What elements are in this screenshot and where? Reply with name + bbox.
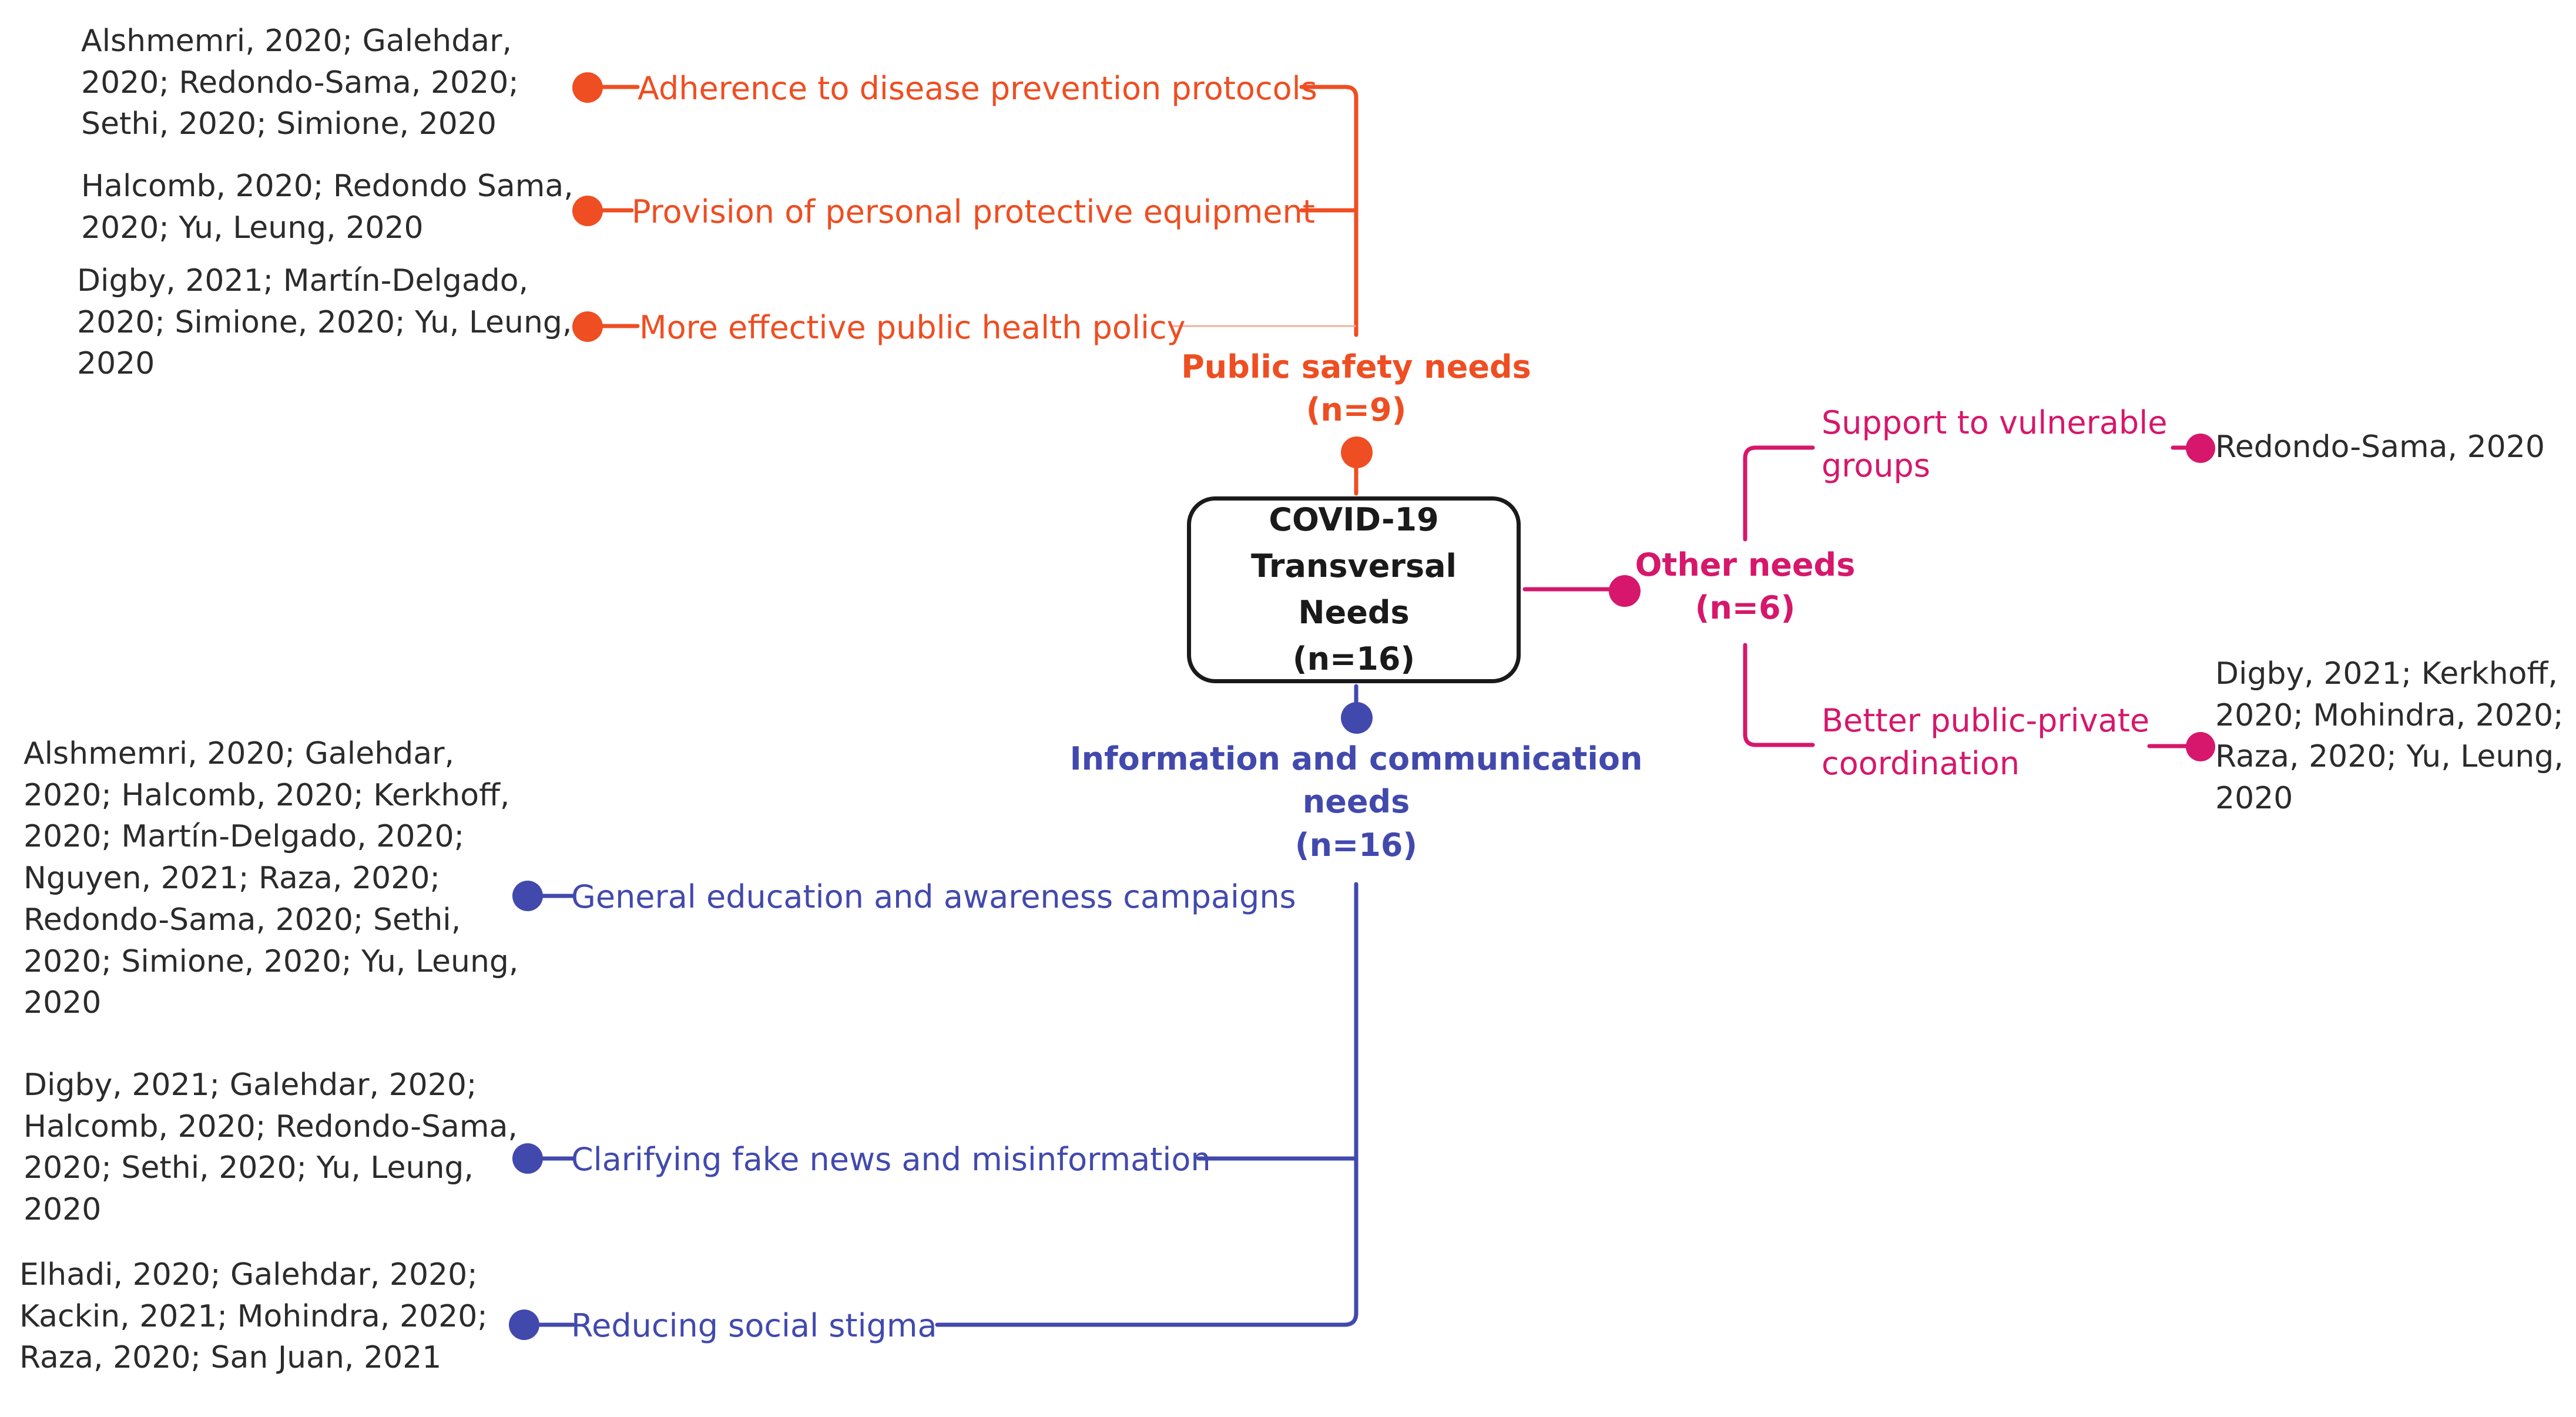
safety-heading: Public safety needs (n=9): [1181, 348, 1531, 429]
other-item-2-refs: Digby, 2021; Kerkhoff, 2020; Mohindra, 2…: [2215, 656, 2564, 817]
info-heading: Information and communication needs (n=1…: [1069, 740, 1643, 864]
other-branch-2-line: [1743, 643, 1815, 747]
center-node-label: COVID-19 Transversal Needs (n=16): [1250, 501, 1457, 677]
other-item-1-dot: [2186, 434, 2215, 463]
info-item-3-dot: [509, 1309, 539, 1340]
other-item-1-refs: Redondo-Sama, 2020: [2215, 429, 2545, 465]
info-item-3-refs: Elhadi, 2020; Galehdar, 2020; Kackin, 20…: [19, 1257, 488, 1376]
center-node: COVID-19 Transversal Needs (n=16): [1187, 496, 1521, 683]
safety-item-1-dot: [572, 72, 603, 103]
info-item-1-refs: Alshmemri, 2020; Galehdar, 2020; Halcomb…: [24, 736, 519, 1021]
info-head-dot: [1341, 702, 1373, 734]
other-item-1-label: Support to vulnerable groups: [1822, 404, 2168, 485]
other-item-2-label: Better public-private coordination: [1822, 702, 2150, 783]
safety-head-dot: [1341, 436, 1373, 468]
info-item-2-dot: [512, 1143, 543, 1174]
safety-item-2-refs: Halcomb, 2020; Redondo Sama, 2020; Yu, L…: [81, 169, 573, 246]
safety-item-2-label: Provision of personal protective equipme…: [632, 193, 1315, 230]
safety-item-1-label: Adherence to disease prevention protocol…: [638, 70, 1317, 107]
other-item-2-dot: [2186, 732, 2215, 761]
safety-item-1-refs: Alshmemri, 2020; Galehdar, 2020; Redondo…: [81, 23, 519, 142]
safety-item-2-dot: [572, 196, 603, 226]
other-heading: Other needs (n=6): [1635, 546, 1856, 627]
info-item-1-dot: [512, 881, 543, 911]
other-head-dot: [1609, 575, 1641, 607]
safety-branch-1-line: [1299, 85, 1359, 334]
info-item-3-label: Reducing social stigma: [571, 1307, 937, 1344]
other-branch-1-line: [1743, 445, 1815, 542]
safety-item-3-refs: Digby, 2021; Martín-Delgado, 2020; Simio…: [77, 263, 572, 382]
info-item-2-refs: Digby, 2021; Galehdar, 2020; Halcomb, 20…: [24, 1067, 518, 1228]
safety-item-3-dot: [572, 311, 603, 342]
info-trunk-line: [935, 882, 1359, 1327]
safety-item-3-label: More effective public health policy: [639, 309, 1186, 346]
info-item-2-label: Clarifying fake news and misinformation: [571, 1141, 1211, 1178]
info-item-1-label: General education and awareness campaign…: [571, 878, 1296, 915]
